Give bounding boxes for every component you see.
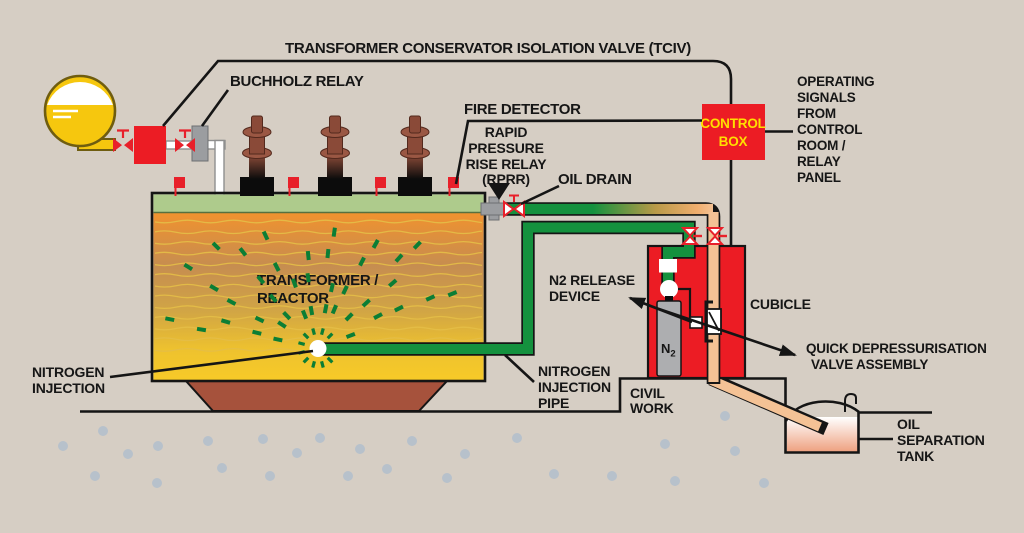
cubicle-label: CUBICLE xyxy=(750,296,811,312)
svg-text:CONTROL: CONTROL xyxy=(797,122,862,137)
svg-text:PRESSURE: PRESSURE xyxy=(468,140,543,156)
operating-signals-label: OPERATING SIGNALS FROM CONTROL ROOM / RE… xyxy=(797,74,875,185)
connection-lines xyxy=(109,59,793,383)
oil-separation-tank-label: OIL xyxy=(897,416,920,432)
tank-vent-pipe xyxy=(844,392,857,412)
transformer-plinth xyxy=(183,380,450,412)
control-box-label: BOX xyxy=(719,134,748,149)
n2-release-device xyxy=(660,280,678,298)
fire-detector-signal-line xyxy=(454,119,703,185)
tciv-label-line xyxy=(162,59,733,127)
conservator-assembly xyxy=(43,74,209,164)
nitrogen-injection-pointer xyxy=(109,349,314,379)
oil-separation-tank-label: TANK xyxy=(897,448,934,464)
svg-text:ROOM /: ROOM / xyxy=(797,138,846,153)
nitrogen-injection-label: INJECTION xyxy=(32,380,105,396)
buchholz-label-line xyxy=(200,89,230,127)
tciv-valve-box xyxy=(134,126,166,164)
nitrogen-injection-point xyxy=(309,340,327,357)
nitrogen-injection-label: NITROGEN xyxy=(32,364,104,380)
civil-work-label: CIVIL xyxy=(630,385,665,401)
oil-drain-pointer xyxy=(520,184,560,206)
pipe-fitting xyxy=(659,259,677,273)
svg-text:(RPRR): (RPRR) xyxy=(482,171,530,187)
svg-text:RISE RELAY: RISE RELAY xyxy=(466,156,548,172)
nitrogen-injection-pipe-label: NITROGEN xyxy=(538,363,610,379)
buchholz-relay-label: BUCHHOLZ RELAY xyxy=(230,73,364,90)
quick-depressurisation-label: QUICK DEPRESSURISATION xyxy=(806,341,987,356)
oil-drain-label: OIL DRAIN xyxy=(558,171,632,188)
control-box-label: CONTROL xyxy=(700,116,765,131)
gravel-dots xyxy=(58,411,769,488)
n2-release-assembly: N2 xyxy=(656,259,682,377)
svg-text:OPERATING: OPERATING xyxy=(797,74,874,89)
n2-release-device-label: N2 RELEASE xyxy=(549,272,635,288)
n2-cylinder-label: N2 xyxy=(661,341,676,360)
civil-work-label: WORK xyxy=(630,400,674,416)
nitrogen-bubbles xyxy=(164,227,458,368)
svg-text:RAPID: RAPID xyxy=(485,124,528,140)
svg-text:PANEL: PANEL xyxy=(797,170,841,185)
page-title: TRANSFORMER CONSERVATOR ISOLATION VALVE … xyxy=(285,40,691,57)
n2-cylinder xyxy=(656,300,682,377)
svg-text:RELAY: RELAY xyxy=(797,154,841,169)
n2-release-device-label: DEVICE xyxy=(549,288,600,304)
quick-depressurisation-arrow xyxy=(655,306,797,357)
transformer-reactor-label: TRANSFORMER / xyxy=(257,272,379,289)
rprr-label: RAPID PRESSURE RISE RELAY (RPRR) xyxy=(466,124,548,187)
fire-detector-label: FIRE DETECTOR xyxy=(464,101,581,118)
quick-depressurisation-label: VALVE ASSEMBLY xyxy=(811,357,928,372)
svg-text:SIGNALS: SIGNALS xyxy=(797,90,856,105)
transformer-reactor-label: REACTOR xyxy=(257,290,329,307)
rprr-fitting xyxy=(480,183,510,221)
oil-drain-valve xyxy=(503,194,525,218)
rprr-pointer-arrow xyxy=(488,183,510,200)
discharge-pipe xyxy=(709,375,822,432)
control-box xyxy=(702,104,765,160)
svg-text:FROM: FROM xyxy=(797,106,836,121)
nitrogen-injection-pipe-label: INJECTION xyxy=(538,379,611,395)
nitrogen-injection-pipe-pointer xyxy=(504,354,535,383)
nitrogen-injection-pipe-label: PIPE xyxy=(538,395,569,411)
oil-separation-tank-label: SEPARATION xyxy=(897,432,985,448)
